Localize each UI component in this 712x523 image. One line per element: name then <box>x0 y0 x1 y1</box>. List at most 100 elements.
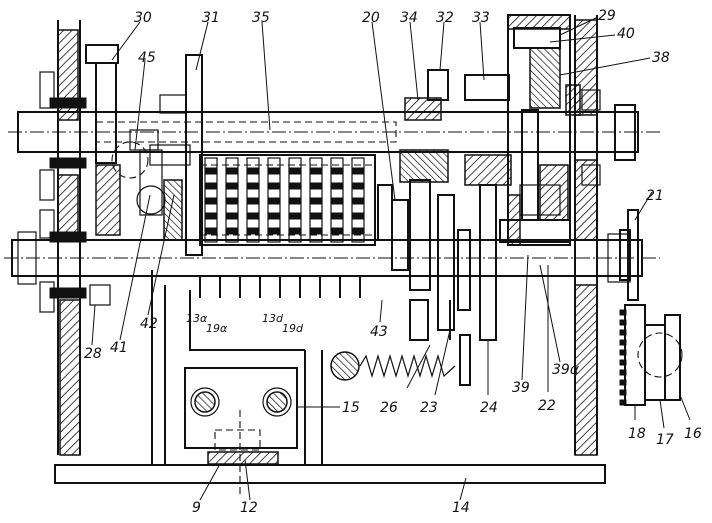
pin-slot <box>246 167 260 175</box>
gear-group-middle <box>377 69 512 386</box>
label-30: 30 <box>134 10 152 26</box>
pin-slot <box>267 212 281 220</box>
pin-slot <box>351 167 365 175</box>
pin-slot <box>309 167 323 175</box>
pin-slot <box>351 182 365 190</box>
pin-teeth <box>199 276 361 298</box>
pin-slot <box>225 227 239 235</box>
pin-slot <box>204 212 218 220</box>
gear-tooth <box>619 309 627 316</box>
label-42: 42 <box>140 316 158 332</box>
label-16: 16 <box>684 426 702 442</box>
label-26: 26 <box>380 400 398 416</box>
label-40: 40 <box>617 26 635 42</box>
gear-tooth <box>619 319 627 326</box>
right-frame-wall <box>574 15 598 456</box>
pin-slot <box>225 197 239 205</box>
pin-slot <box>204 197 218 205</box>
bracket-30 <box>85 44 166 236</box>
label-24: 24 <box>480 400 498 416</box>
label-41: 41 <box>110 340 128 356</box>
label-32: 32 <box>436 10 454 26</box>
gear-21 <box>619 209 639 301</box>
gear-tooth <box>619 379 627 386</box>
label-28: 28 <box>84 346 102 362</box>
upper-shaft <box>8 104 660 161</box>
pin-slot <box>288 227 302 235</box>
pin-slot <box>351 212 365 220</box>
gear-tooth <box>619 359 627 366</box>
label-17: 17 <box>656 432 674 448</box>
label-13d: 13d <box>262 312 284 325</box>
pin-slot <box>309 212 323 220</box>
label-19d: 19d <box>282 322 304 335</box>
gear-tooth <box>619 329 627 336</box>
gear-tooth <box>619 339 627 346</box>
gear-tooth <box>619 399 627 406</box>
label-39: 39 <box>512 380 530 396</box>
pin-slot <box>309 197 323 205</box>
spring-26 <box>330 351 456 381</box>
left-bearings <box>39 71 111 313</box>
gear-tooth <box>619 389 627 396</box>
pin-slot <box>267 227 281 235</box>
label-14: 14 <box>452 500 470 516</box>
label-33: 33 <box>472 10 490 26</box>
pin-slot <box>330 197 344 205</box>
label-23: 23 <box>420 400 438 416</box>
label-38: 38 <box>652 50 670 66</box>
label-20: 20 <box>362 10 380 26</box>
gear-tooth <box>619 369 627 376</box>
gear-tooth <box>619 349 627 356</box>
pin-slot <box>225 167 239 175</box>
pin-slot <box>288 167 302 175</box>
pin-slot <box>309 182 323 190</box>
pin-slot <box>267 167 281 175</box>
pin-wheel-drum <box>199 154 376 298</box>
gear-train-16-18 <box>619 304 683 406</box>
label-12: 12 <box>240 500 258 516</box>
label-22: 22 <box>538 398 556 414</box>
label-31: 31 <box>202 10 220 26</box>
pin-slot <box>330 182 344 190</box>
label-39a: 39α <box>552 362 580 378</box>
pin-slot <box>267 197 281 205</box>
pin-slot <box>204 167 218 175</box>
lower-frame <box>54 270 606 495</box>
pin-slot <box>288 197 302 205</box>
label-43: 43 <box>370 324 388 340</box>
label-18: 18 <box>628 426 646 442</box>
pin-slot <box>351 227 365 235</box>
lower-shaft <box>4 231 660 285</box>
label-leaders <box>91 16 691 501</box>
label-15: 15 <box>342 400 360 416</box>
pin-slot <box>288 212 302 220</box>
pin-slot <box>225 212 239 220</box>
pin-slot <box>330 212 344 220</box>
pin-slot <box>309 227 323 235</box>
pin-slot <box>330 227 344 235</box>
pin-discs <box>204 157 365 243</box>
right-housing <box>499 14 601 246</box>
lever-31 <box>149 54 203 256</box>
label-9: 9 <box>192 500 201 516</box>
label-21: 21 <box>646 188 664 204</box>
label-19a: 19α <box>206 322 228 335</box>
pin-slot <box>225 182 239 190</box>
pin-slot <box>204 182 218 190</box>
pin-slot <box>351 197 365 205</box>
gear-18-teeth <box>619 309 627 406</box>
reference-labels: 30 31 35 20 34 32 33 29 40 38 45 21 28 4… <box>84 8 702 516</box>
pin-slot <box>246 227 260 235</box>
pin-slot <box>246 212 260 220</box>
pin-slot <box>267 182 281 190</box>
pin-slot <box>204 227 218 235</box>
pin-slot <box>246 197 260 205</box>
label-13a: 13α <box>186 312 208 325</box>
pin-slot <box>288 182 302 190</box>
label-35: 35 <box>252 10 270 26</box>
label-34: 34 <box>400 10 418 26</box>
label-29: 29 <box>598 8 616 24</box>
